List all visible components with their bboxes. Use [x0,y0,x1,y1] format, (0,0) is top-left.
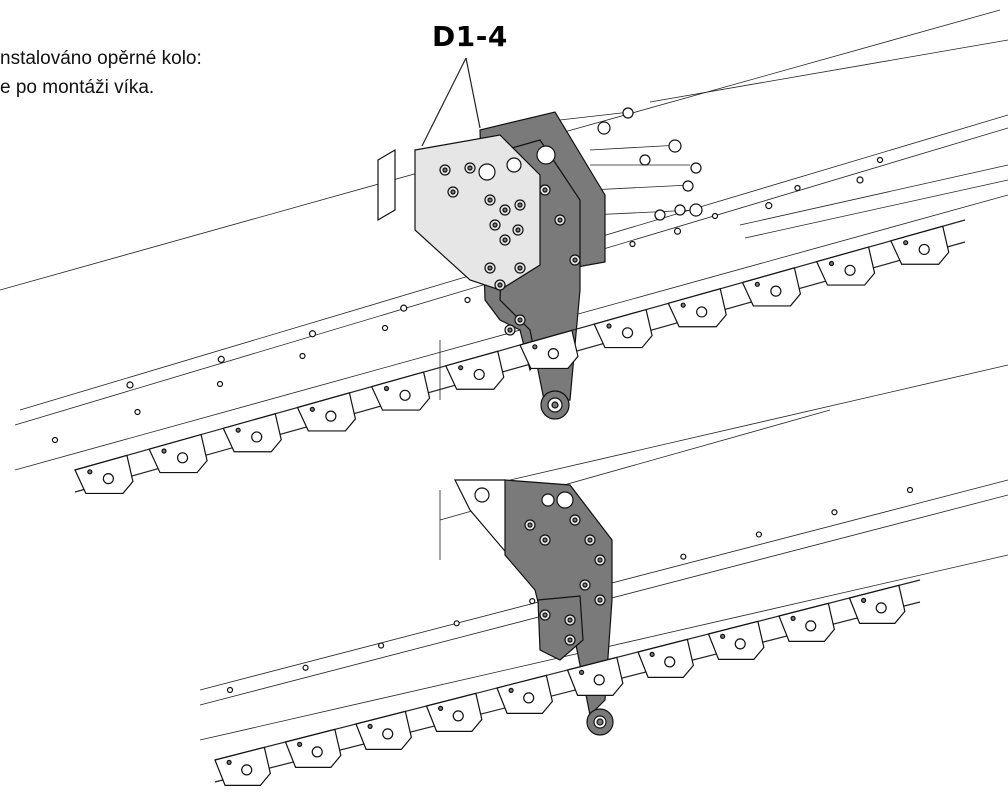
upper-rod-bolts [559,107,703,221]
installation-note: nstalováno opěrné kolo: e po montáži vík… [0,44,202,102]
callout-leaders [421,57,481,147]
lower-chain-conveyor [214,579,921,786]
note-line-2: e po montáži víka. [0,77,155,98]
note-line-1: nstalováno opěrné kolo: [0,48,202,69]
lower-support-bracket [454,479,614,736]
upper-chain-conveyor [74,219,966,495]
part-callout-label: D1-4 [432,20,508,53]
